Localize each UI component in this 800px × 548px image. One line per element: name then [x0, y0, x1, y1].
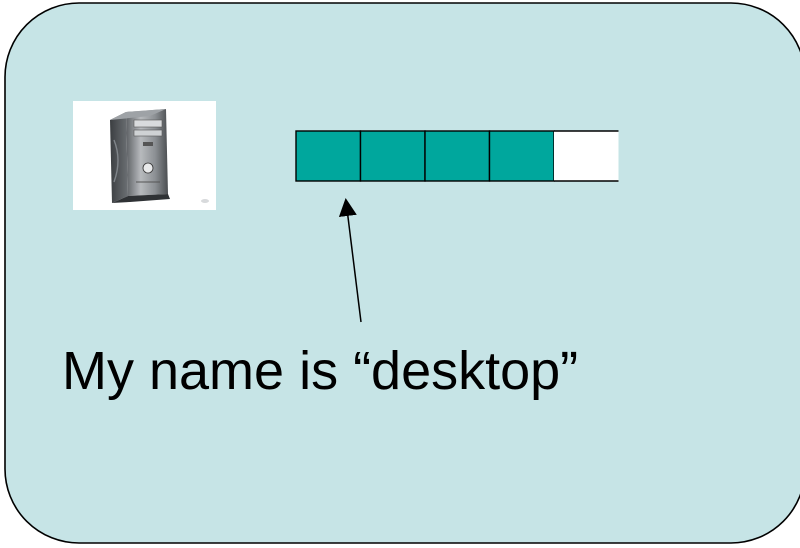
- desktop-computer-tower-icon: [73, 101, 216, 210]
- queue-cells: [295, 130, 619, 182]
- queue-cell-filled: [295, 130, 362, 182]
- queue-cell-empty: [554, 130, 619, 182]
- pointer-arrow: [338, 198, 362, 323]
- caption-text: My name is “desktop”: [62, 341, 579, 401]
- queue-cell-filled: [359, 130, 426, 182]
- queue-cell-filled: [488, 130, 555, 182]
- diagram-panel: [4, 2, 800, 544]
- queue-cell-filled: [424, 130, 491, 182]
